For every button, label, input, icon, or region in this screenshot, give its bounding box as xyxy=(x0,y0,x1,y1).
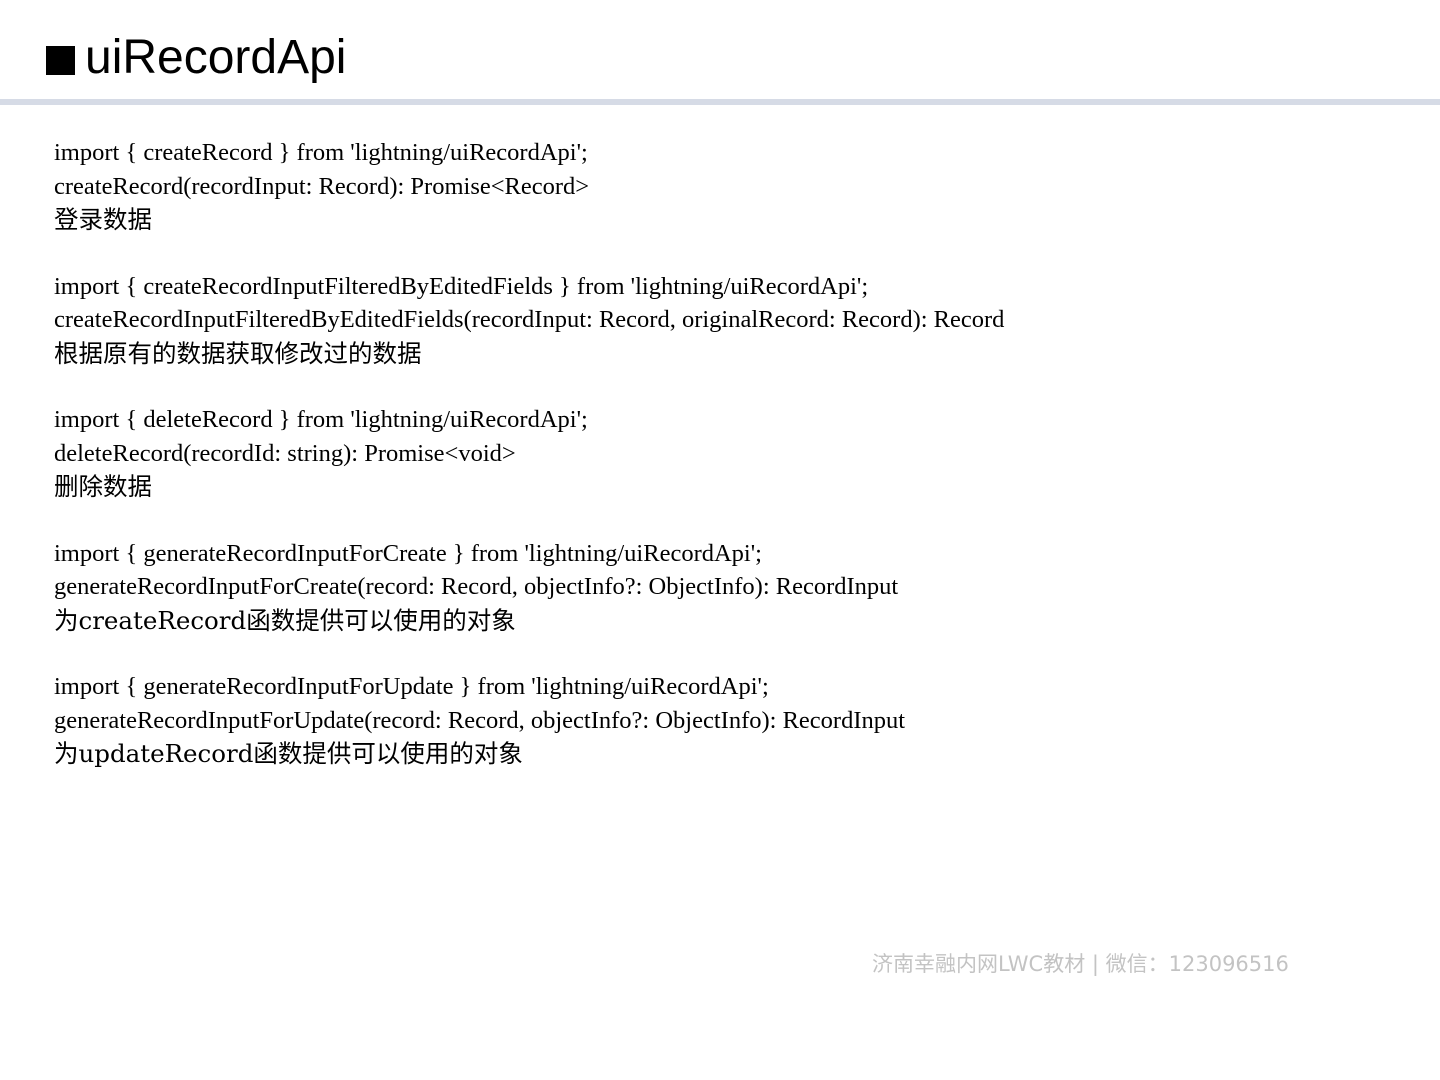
function-description: 根据原有的数据获取修改过的数据 xyxy=(54,338,422,368)
api-block-create-record-input-filtered: import { createRecordInputFilteredByEdit… xyxy=(54,270,1424,371)
title-row: uiRecordApi xyxy=(46,28,346,88)
function-description: 为createRecord函数提供可以使用的对象 xyxy=(54,605,516,635)
function-description: 删除数据 xyxy=(54,472,152,501)
function-description: 登录数据 xyxy=(54,205,152,234)
api-block-generate-record-input-for-update: import { generateRecordInputForUpdate } … xyxy=(54,670,1424,771)
page-title: uiRecordApi xyxy=(85,31,347,84)
function-description: 为updateRecord函数提供可以使用的对象 xyxy=(54,739,523,768)
api-block-generate-record-input-for-create: import { generateRecordInputForCreate } … xyxy=(54,537,1424,638)
function-signature: createRecordInputFilteredByEditedFields(… xyxy=(54,306,1005,333)
header-divider xyxy=(0,99,1440,105)
function-signature: createRecord(recordInput: Record): Promi… xyxy=(54,172,590,200)
slide-header: uiRecordApi xyxy=(0,0,1440,106)
function-signature: deleteRecord(recordId: string): Promise<… xyxy=(54,439,516,467)
import-line: import { createRecordInputFilteredByEdit… xyxy=(54,272,869,300)
import-line: import { generateRecordInputForCreate } … xyxy=(54,539,762,567)
function-signature: generateRecordInputForCreate(record: Rec… xyxy=(54,573,899,600)
import-line: import { createRecord } from 'lightning/… xyxy=(54,139,588,166)
import-line: import { generateRecordInputForUpdate } … xyxy=(54,673,769,700)
import-line: import { deleteRecord } from 'lightning/… xyxy=(54,406,588,433)
watermark: 济南幸融内网LWC教材 | 微信：123096516 xyxy=(872,952,1289,976)
function-signature: generateRecordInputForUpdate(record: Rec… xyxy=(54,706,906,734)
api-list: import { createRecord } from 'lightning/… xyxy=(54,136,1424,804)
api-block-create-record: import { createRecord } from 'lightning/… xyxy=(54,136,1424,237)
api-block-delete-record: import { deleteRecord } from 'lightning/… xyxy=(54,403,1424,504)
black-square-bullet-icon xyxy=(46,45,75,75)
